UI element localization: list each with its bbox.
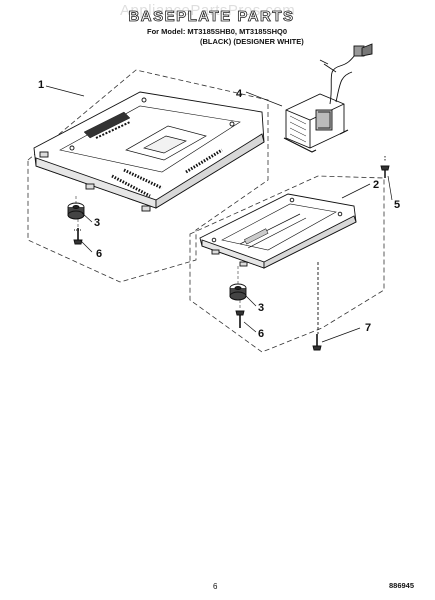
base-plate-lower [199,193,357,269]
rubber-foot-upper [67,202,85,220]
callout-6-upper: 6 [96,248,102,260]
screw-lower [235,310,245,328]
callout-1: 1 [38,79,44,91]
screw-part-5 [380,156,390,178]
transformer-assembly [283,43,373,153]
callout-4: 4 [236,88,243,100]
rubber-foot-lower [229,283,247,301]
diagram-header: BASEPLATE PARTS [0,8,435,26]
screw-part-7 [312,262,322,351]
diagram-code: 886945 [389,581,415,590]
callout-7: 7 [365,322,371,334]
model-numbers: For Model: MT3185SHB0, MT3185SHQ0 [147,27,288,36]
screw-upper [73,228,83,245]
callout-3-lower: 3 [258,302,264,314]
leader-lines [45,85,393,343]
assembly-outline-upper [27,69,269,283]
alignment-lines [75,196,241,310]
callout-3-upper: 3 [94,217,100,229]
model-colors: (BLACK) (DESIGNER WHITE) [200,37,304,46]
callout-6-lower: 6 [258,328,264,340]
page-number: 6 [213,582,218,591]
base-plate-upper [33,91,265,212]
callout-2: 2 [373,179,379,191]
diagram-title: BASEPLATE PARTS [128,8,295,26]
callout-5: 5 [394,199,400,211]
assembly-outline-lower [189,175,385,353]
